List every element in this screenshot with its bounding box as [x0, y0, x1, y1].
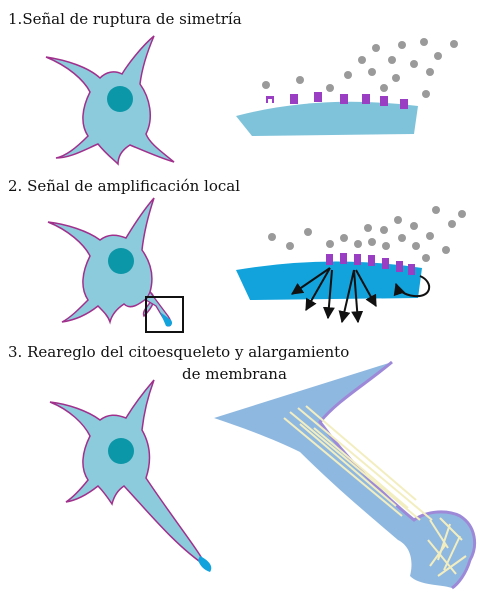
ligand-icon — [368, 68, 376, 76]
receptor-icon — [408, 264, 415, 275]
neurite-growth — [214, 362, 475, 588]
neurite-tip — [198, 556, 211, 572]
cell-step-2 — [48, 198, 183, 332]
receptor-icon — [380, 96, 388, 106]
ligand-icon — [426, 68, 434, 76]
ligand-icon — [262, 81, 270, 89]
ligand-icon — [364, 224, 372, 232]
receptor-icon — [354, 254, 361, 265]
receptor-icon — [340, 253, 347, 264]
ligand-icon — [412, 242, 420, 250]
ligand-icon — [326, 240, 334, 248]
ligand-icon — [354, 240, 362, 248]
membrane-step-1 — [236, 38, 458, 136]
ligand-icon — [392, 74, 400, 82]
cell-step-3 — [50, 380, 211, 572]
ligands-step-1 — [262, 38, 458, 98]
receptor-icon — [382, 258, 389, 269]
ligand-icon — [296, 76, 304, 84]
ligand-icon — [340, 234, 348, 242]
neurite-shaft — [214, 362, 475, 588]
nucleus-icon — [108, 248, 134, 274]
ligand-icon — [380, 84, 388, 92]
ligand-icon — [420, 38, 428, 46]
ligands-step-2 — [268, 206, 466, 262]
ligand-icon — [372, 44, 380, 52]
membrane-segment — [236, 102, 418, 136]
ligand-icon — [268, 233, 276, 241]
ligand-icon — [398, 41, 406, 49]
cell-icon — [50, 380, 206, 566]
ligand-icon — [380, 226, 388, 234]
ligand-icon — [368, 238, 376, 246]
receptor-icon — [290, 94, 298, 104]
receptor-icon — [326, 254, 333, 265]
ligand-icon — [388, 56, 396, 64]
ligand-icon — [410, 222, 418, 230]
ligand-icon — [410, 60, 418, 68]
filament-icon — [290, 412, 420, 520]
receptor-icon — [266, 96, 274, 103]
ligand-icon — [326, 84, 334, 92]
ligand-icon — [398, 234, 406, 242]
ligand-icon — [426, 232, 434, 240]
nucleus-icon — [107, 86, 133, 112]
ligand-icon — [442, 246, 450, 254]
receptor-icon — [400, 99, 408, 109]
ligand-icon — [304, 228, 312, 236]
ligand-icon — [448, 220, 456, 228]
ligand-icon — [450, 40, 458, 48]
ligand-icon — [358, 56, 366, 64]
ligand-icon — [434, 52, 442, 60]
nucleus-icon — [108, 438, 134, 464]
ligand-icon — [458, 210, 466, 218]
cell-icon — [48, 198, 154, 322]
filament-icon — [284, 418, 402, 516]
ligand-icon — [344, 71, 352, 79]
receptor-icon — [368, 255, 375, 266]
receptor-icon — [362, 94, 370, 104]
cell-step-1 — [46, 36, 174, 164]
receptor-icon — [340, 94, 348, 104]
membrane-step-2 — [236, 206, 466, 322]
ligand-icon — [432, 206, 440, 214]
ligand-icon — [382, 242, 390, 250]
receptor-icon — [396, 261, 403, 272]
ligand-icon — [422, 254, 430, 262]
ligand-icon — [422, 90, 430, 98]
ligand-icon — [394, 216, 402, 224]
ligand-icon — [286, 242, 294, 250]
receptor-icon — [314, 92, 322, 102]
